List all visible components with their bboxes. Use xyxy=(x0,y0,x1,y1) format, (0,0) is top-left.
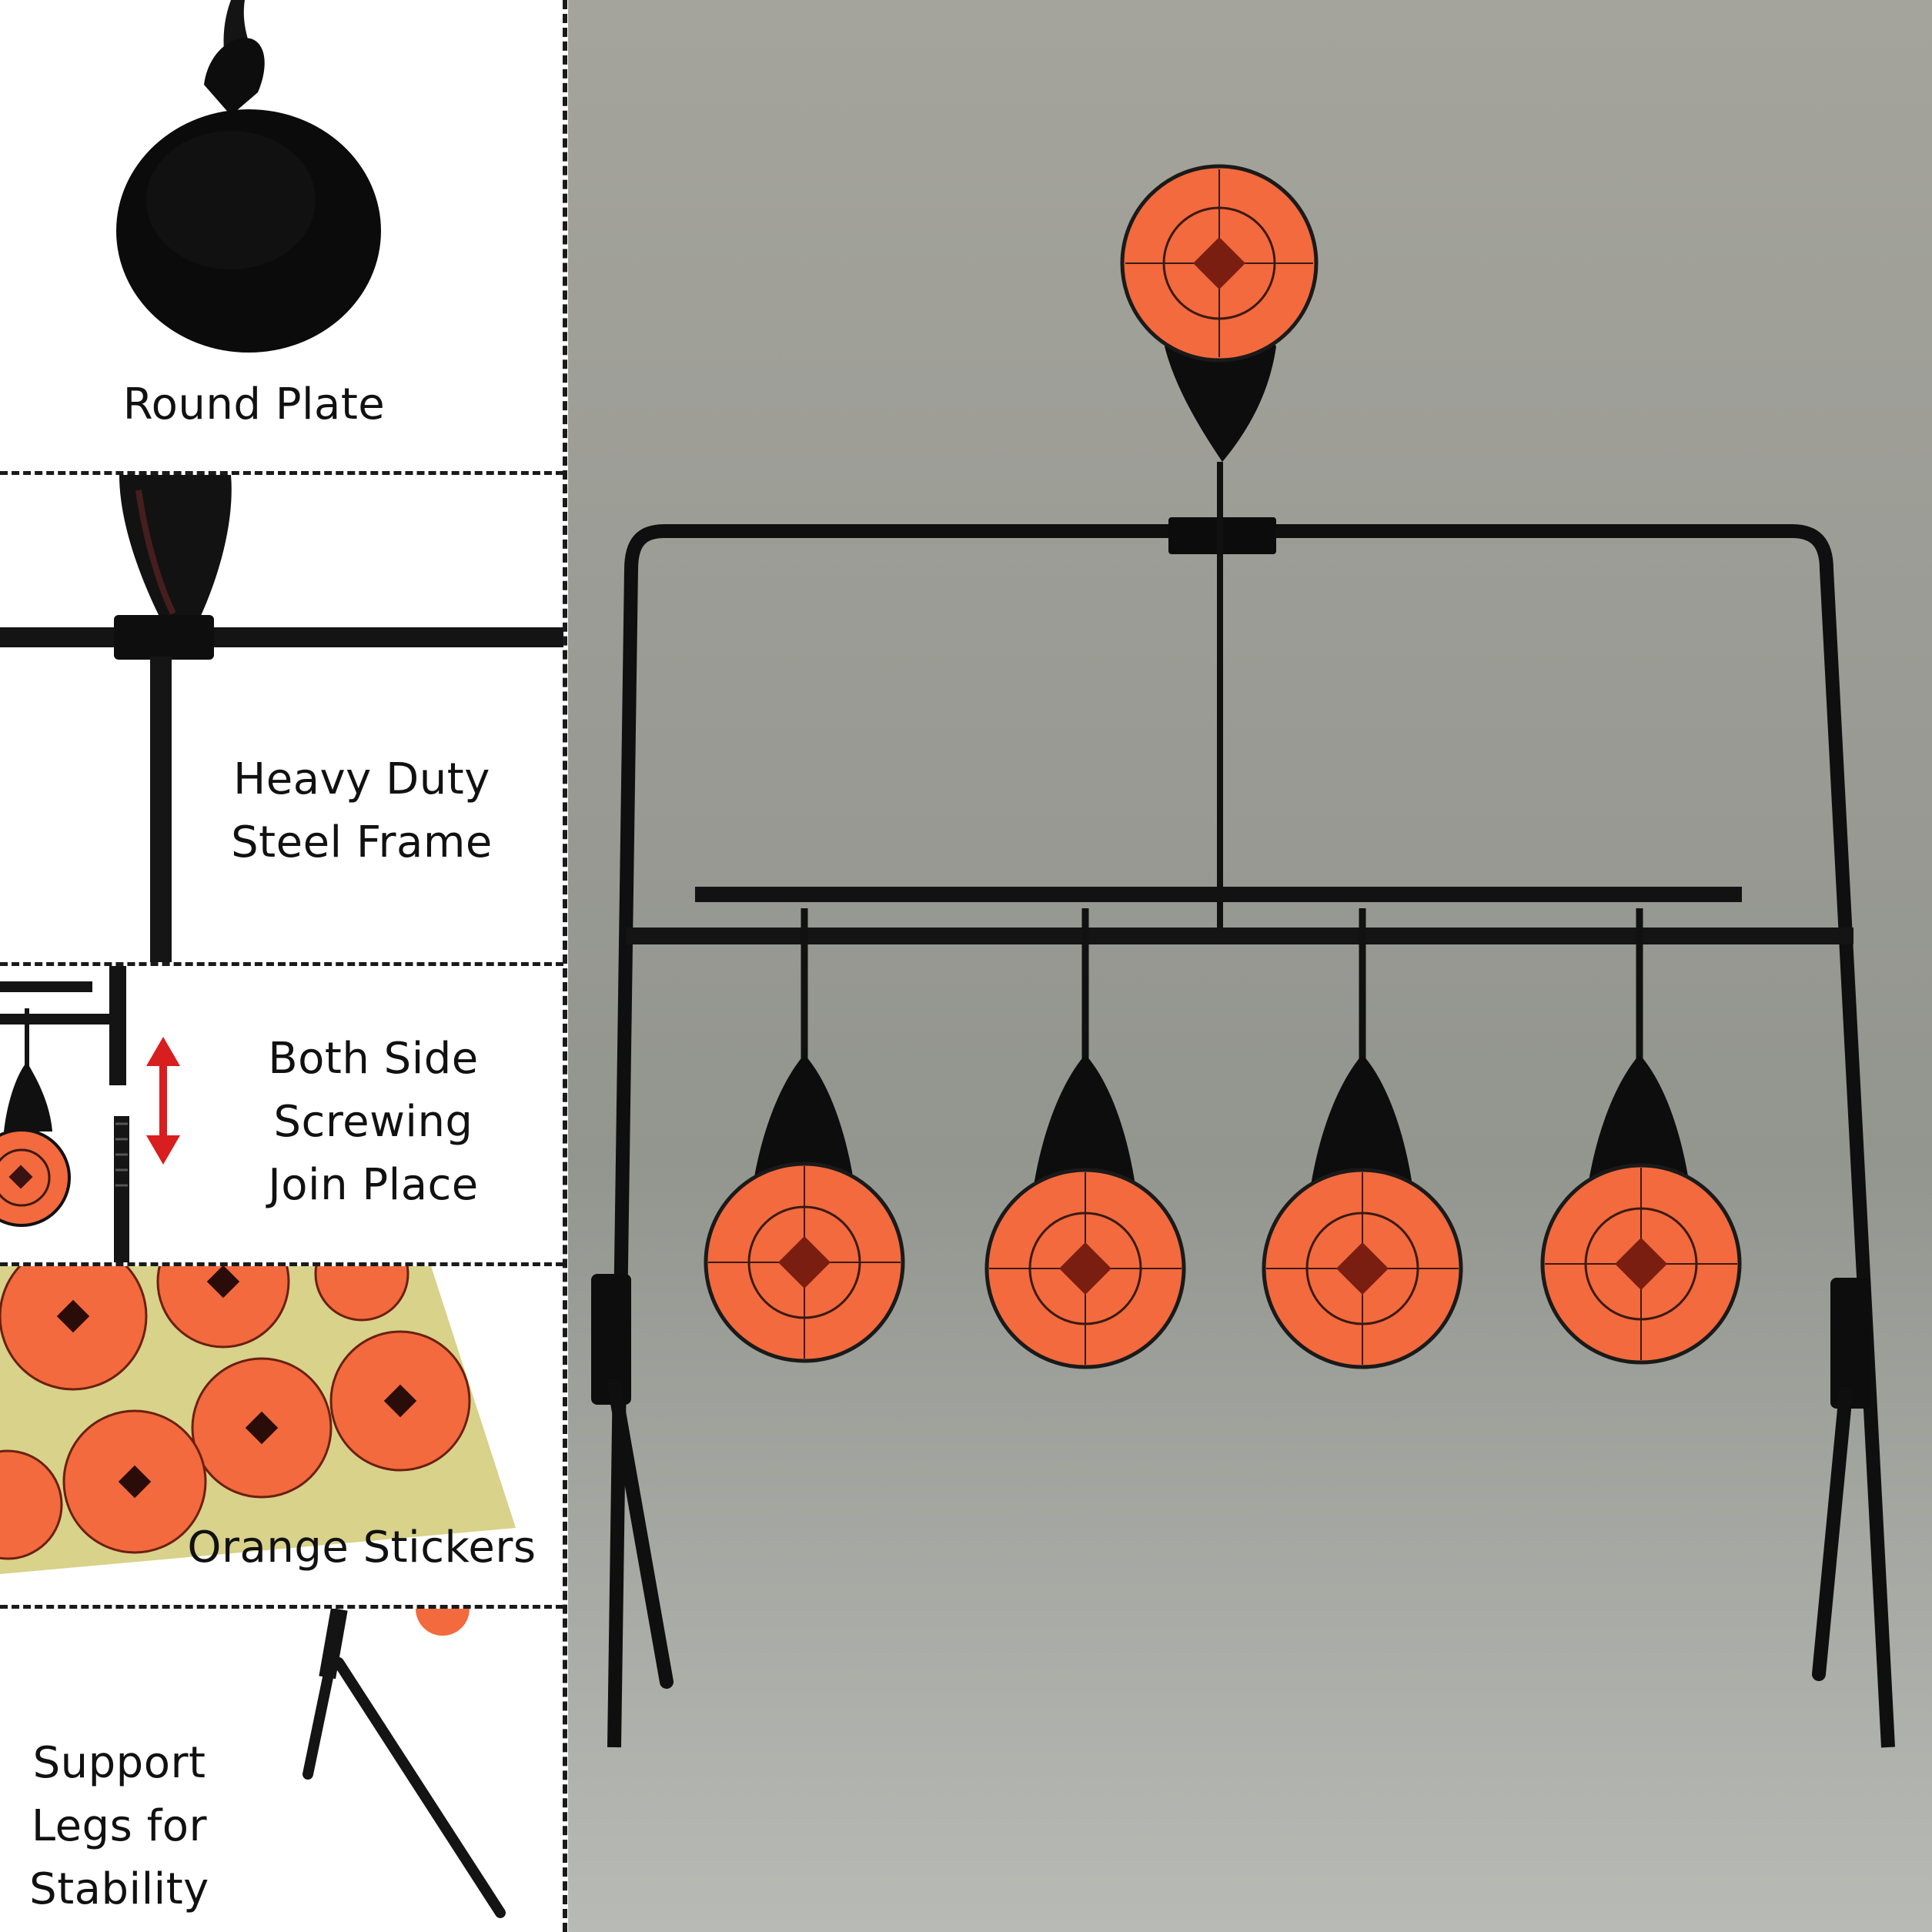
feature-panel-frame: Heavy Duty Steel Frame xyxy=(0,475,563,962)
feature-panel-legs: Support Legs for Stability xyxy=(0,1609,563,1932)
panel-divider xyxy=(0,1605,563,1609)
frame-label: Heavy Duty Steel Frame xyxy=(231,754,493,867)
panel-divider xyxy=(0,962,563,966)
round-plate-image xyxy=(116,0,381,353)
spinner-target-2 xyxy=(984,908,1186,1369)
round-plate-icon xyxy=(116,109,381,353)
feature-panel-round-plate: Round Plate xyxy=(0,0,563,471)
feature-panel-joint: Both Side Screwing Join Place xyxy=(0,966,563,1262)
spinner-target-stand xyxy=(568,0,1932,1932)
stickers-label: Orange Stickers xyxy=(187,1523,536,1573)
product-photo xyxy=(568,0,1932,1932)
spinner-target-4 xyxy=(1540,908,1742,1365)
screw-joint-image xyxy=(0,966,180,1262)
panel-divider xyxy=(0,471,563,475)
column-divider xyxy=(563,0,567,1932)
sticker-sheet-image xyxy=(0,1266,516,1574)
panel-divider xyxy=(0,1262,563,1266)
support-leg-image xyxy=(303,1609,506,1918)
feature-panel-stickers: Orange Stickers xyxy=(0,1266,563,1605)
feature-column: Round Plate Heavy Duty Steel Frame xyxy=(0,0,563,1932)
spinner-target-1 xyxy=(704,908,905,1363)
joint-label: Both Side Screwing Join Place xyxy=(268,1034,479,1210)
steel-frame-image xyxy=(0,475,563,962)
round-plate-label: Round Plate xyxy=(122,379,386,430)
spinner-target-3 xyxy=(1262,908,1463,1369)
legs-label: Support Legs for Stability xyxy=(29,1738,209,1914)
